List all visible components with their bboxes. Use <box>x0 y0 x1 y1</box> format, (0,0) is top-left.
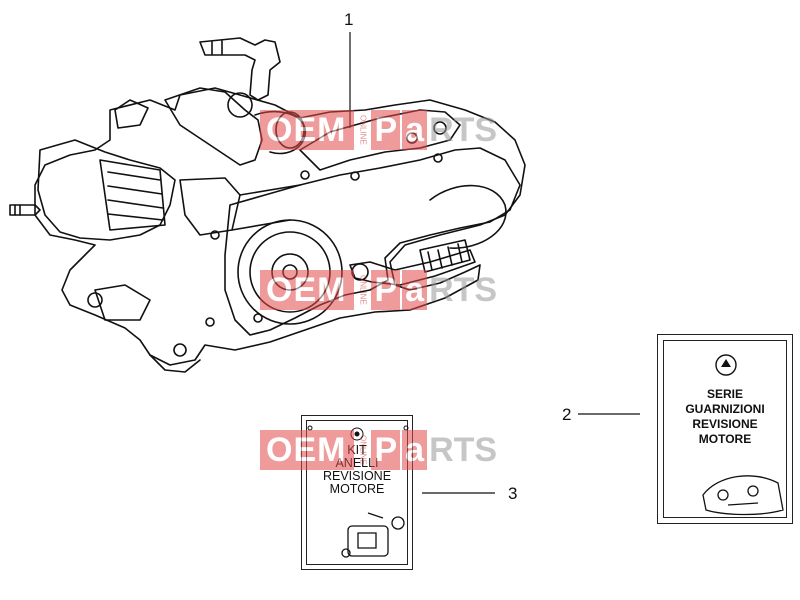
gasket-set-booklet-title: SERIE GUARNIZIONI REVISIONE MOTORE <box>685 387 765 446</box>
piston-ring-sketch-icon <box>341 512 405 558</box>
watermark-bottom: OEM ONLINE P a RTS <box>260 430 497 470</box>
gasket-sketch-icon <box>702 475 784 516</box>
piaggio-logo-icon <box>715 354 737 376</box>
callout-number-1: 1 <box>344 10 354 29</box>
gasket-set-booklet: SERIE GUARNIZIONI REVISIONE MOTORE <box>657 334 793 524</box>
callout-number-2: 2 <box>562 405 572 424</box>
gasket-set-booklet-frame <box>663 340 787 518</box>
ring-kit-booklet-frame <box>306 420 408 565</box>
watermark-top: OEM ONLINE P a RTS <box>260 110 497 150</box>
callout-number-3: 3 <box>508 484 518 503</box>
watermark-middle: OEM ONLINE P a RTS <box>260 270 497 310</box>
